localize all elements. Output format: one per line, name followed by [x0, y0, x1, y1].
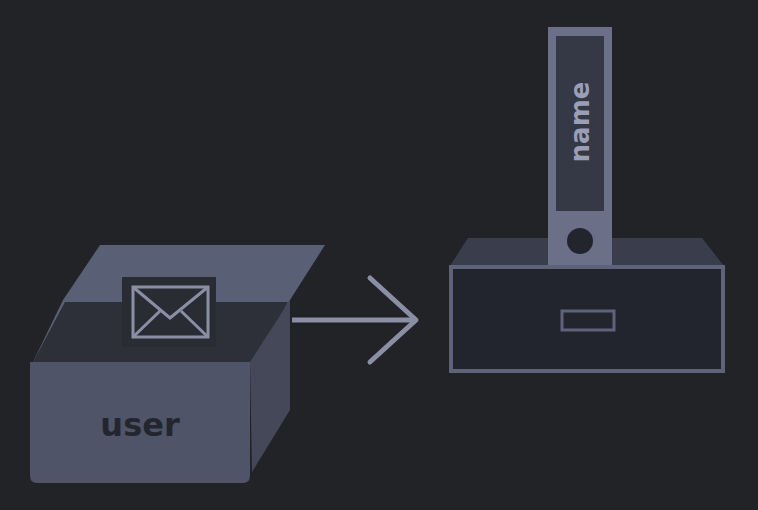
envelope-icon: [133, 287, 208, 337]
user-box: user: [30, 240, 292, 485]
envelope-flap: [133, 287, 208, 318]
reference-arrow: [292, 278, 416, 362]
envelope-card: [122, 277, 216, 347]
envelope-fold: [181, 311, 208, 337]
illustration: [30, 240, 292, 485]
node-label: user: [100, 409, 179, 441]
drawer-front: [451, 267, 723, 371]
binder-spine: [548, 27, 612, 267]
drawer-handle: [562, 311, 614, 330]
binder-cabinet: name: [420, 25, 726, 375]
box-side: [250, 300, 290, 472]
envelope-fold: [133, 311, 160, 337]
node-label: name: [567, 82, 593, 163]
box-front: [30, 362, 250, 483]
binder-label: [556, 36, 604, 211]
binder-ring: [567, 228, 593, 254]
arrow-head: [370, 278, 416, 362]
illustration: [420, 25, 726, 375]
arrow-shaft: [292, 318, 414, 323]
